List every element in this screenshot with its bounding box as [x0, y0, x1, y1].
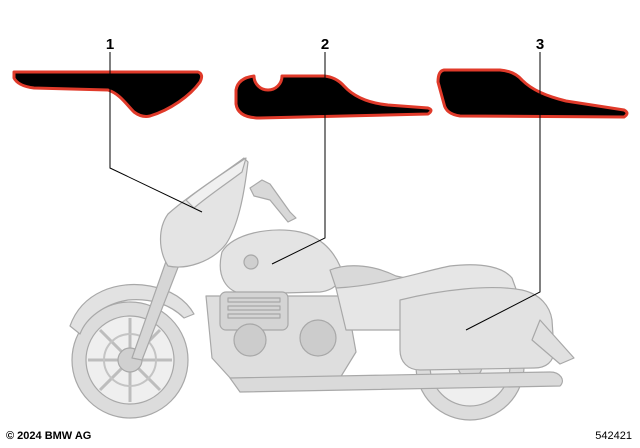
- callout-number-3: 3: [536, 36, 544, 53]
- rear-fender-tail: [531, 319, 575, 365]
- copyright-notice: © 2024 BMW AG: [6, 430, 92, 442]
- saddlebag: [399, 287, 555, 371]
- tank-emblem: [243, 254, 259, 270]
- exhaust: [229, 371, 563, 393]
- motorcycle-illustration: [69, 157, 575, 421]
- handlebar: [249, 179, 297, 223]
- leader-line-2: [271, 52, 326, 265]
- decal-1-fairing: [12, 70, 204, 118]
- fuel-tank: [219, 229, 342, 295]
- leader-line-3: [465, 52, 541, 331]
- leader-lines: [109, 52, 541, 331]
- engine-cylinder: [219, 291, 337, 357]
- leader-line-1: [109, 52, 203, 213]
- callout-number-1: 1: [106, 36, 114, 53]
- front-wheel: [71, 301, 189, 419]
- decal-2-fuel-tank: [234, 74, 433, 120]
- document-number: 542421: [595, 430, 632, 442]
- decal-3-saddlebag: [436, 68, 629, 119]
- windscreen: [185, 157, 247, 209]
- callout-number-2: 2: [321, 36, 329, 53]
